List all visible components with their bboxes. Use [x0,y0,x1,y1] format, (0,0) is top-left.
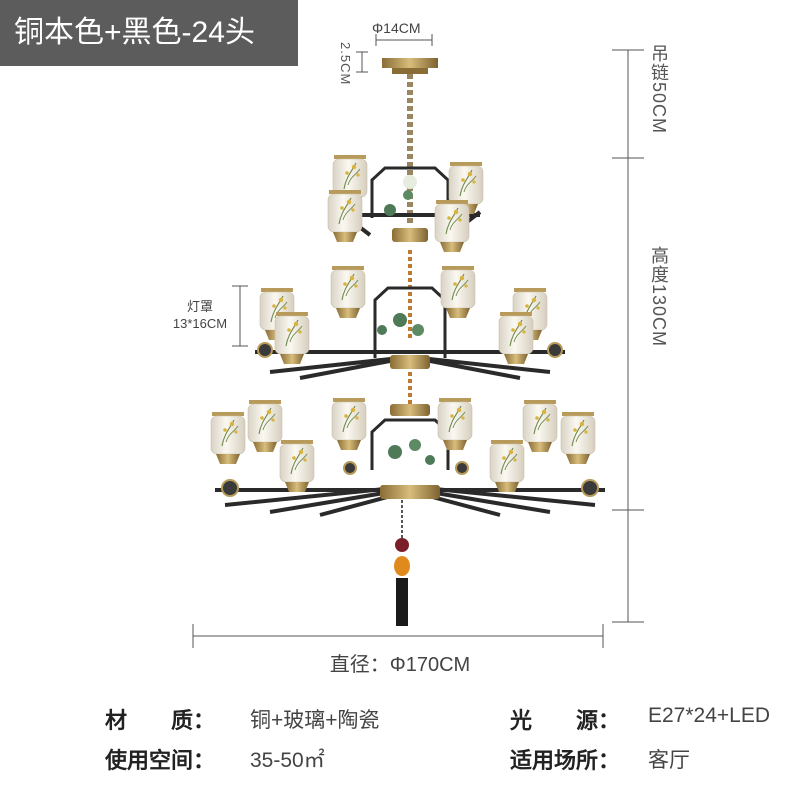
usage-space-label: 使用空间： [105,748,216,773]
bottom-tier [210,397,605,517]
applicable-place-label: 适用场所： [510,748,621,773]
tassel-pendant [394,500,410,626]
chain-length-label: 吊链50CM [649,44,669,135]
height-label: 高度130CM [649,246,669,348]
diameter-label: 直径：Φ170CM [329,654,471,676]
shade-label: 灯罩 13*16CM [160,298,240,332]
applicable-place-value: 客厅 [648,749,690,772]
middle-tier [255,265,565,380]
shade-title: 灯罩 [186,299,213,314]
product-title-badge: 铜本色+黑色-24头 [0,0,298,66]
dimension-lines [192,34,644,648]
canopy [382,58,438,74]
canopy-height-label: 2.5CM [338,42,353,86]
top-tier [327,154,484,253]
material-label: 材 质： [105,708,216,733]
light-source-label: 光 源： [510,708,621,733]
shade-size: 13*16CM [172,316,228,331]
usage-space-value: 35-50㎡ [250,749,325,772]
canopy-diameter-label: Φ14CM [372,20,421,36]
material-value: 铜+玻璃+陶瓷 [250,709,380,732]
light-source-value: E27*24+LED [648,704,771,727]
